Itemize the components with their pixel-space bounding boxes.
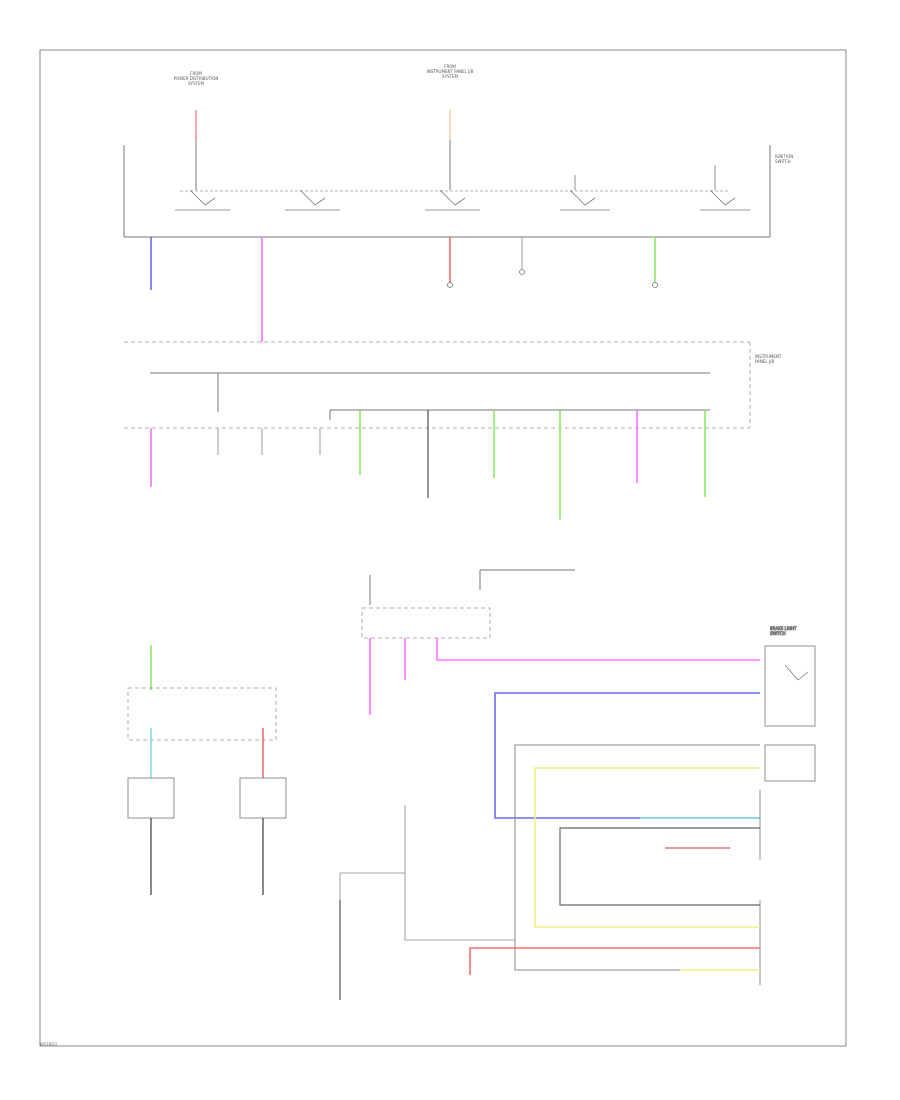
ignition-switch-box: IGNITION SWITCH bbox=[123, 145, 793, 238]
terminal-gray-mid bbox=[519, 269, 525, 275]
wire-gray-inner bbox=[559, 827, 760, 906]
brake-switch-box bbox=[361, 607, 491, 639]
diagram-border bbox=[39, 49, 847, 1047]
terminal-green-right bbox=[652, 282, 658, 288]
terminal-red-mid bbox=[447, 282, 453, 288]
svg-text:INSTRUMENT PANEL J/B: INSTRUMENT PANEL J/B bbox=[427, 69, 474, 74]
svg-text:IGNITION: IGNITION bbox=[775, 154, 793, 159]
wire-blue-long bbox=[494, 692, 760, 819]
wire-gray-right bbox=[514, 744, 760, 971]
svg-text:SWITCH: SWITCH bbox=[775, 159, 791, 164]
page-code: W5F8D3 bbox=[40, 1042, 57, 1047]
svg-text:PANEL J/B: PANEL J/B bbox=[755, 359, 774, 364]
svg-text:BRAKE LIGHT: BRAKE LIGHT bbox=[770, 626, 797, 631]
svg-text:FROM: FROM bbox=[444, 64, 456, 69]
svg-text:SYSTEM: SYSTEM bbox=[188, 81, 204, 86]
svg-text:POWER DISTRIBUTION: POWER DISTRIBUTION bbox=[174, 76, 219, 81]
svg-text:INSTRUMENT: INSTRUMENT bbox=[755, 354, 782, 359]
top-source-mid: FROM INSTRUMENT PANEL J/B SYSTEM bbox=[427, 64, 474, 79]
svg-text:FROM: FROM bbox=[190, 71, 202, 76]
right-components: BRAKE LIGHT SWITCH bbox=[759, 626, 816, 985]
top-source-left: FROM POWER DISTRIBUTION SYSTEM bbox=[174, 71, 219, 86]
module-lines bbox=[339, 805, 515, 941]
junction-block: INSTRUMENT PANEL J/B bbox=[124, 341, 782, 429]
lower-relay-box bbox=[127, 687, 277, 741]
svg-text:SYSTEM: SYSTEM bbox=[442, 74, 458, 79]
svg-text:SWITCH: SWITCH bbox=[770, 631, 786, 636]
wire-red-bottom bbox=[469, 947, 760, 975]
wire-yellow-1 bbox=[534, 767, 760, 928]
wire-pink-long bbox=[436, 638, 760, 661]
lamp-right bbox=[239, 777, 287, 819]
lamp-left bbox=[127, 777, 175, 819]
switch-contacts bbox=[175, 165, 750, 211]
